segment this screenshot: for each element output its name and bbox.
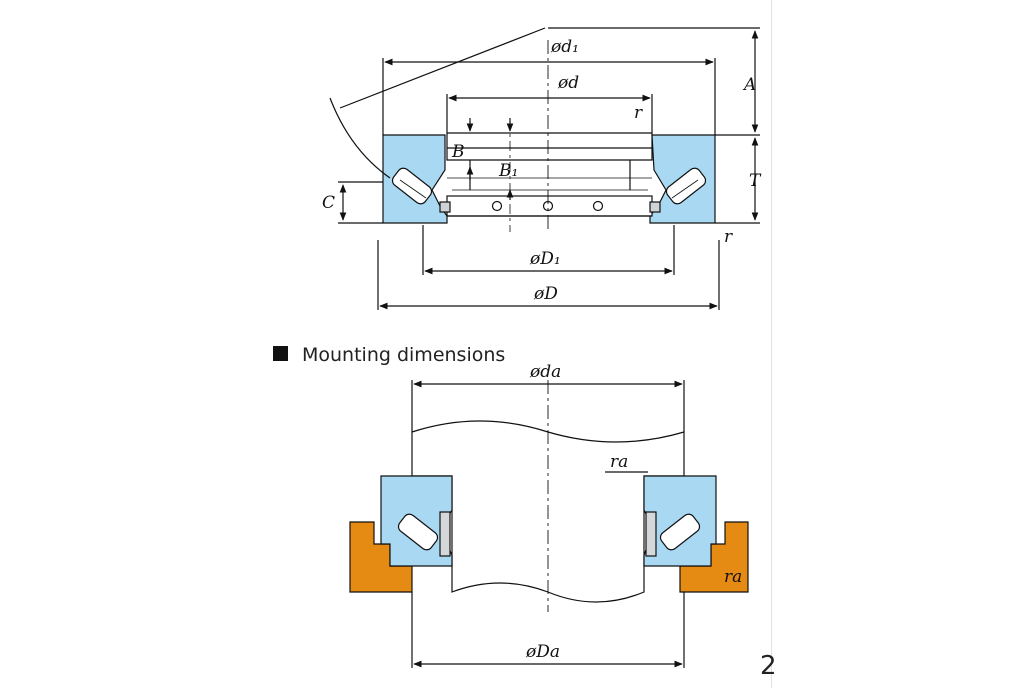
- page-number: 2: [760, 651, 777, 681]
- label-d: ød: [557, 73, 579, 93]
- mount-roller-left: [397, 513, 439, 551]
- label-B1: B₁: [498, 161, 518, 181]
- label-ra-right: ra: [724, 567, 742, 587]
- label-D: øD: [533, 284, 558, 304]
- shaft-washer: [446, 132, 653, 191]
- label-T: T: [749, 171, 762, 191]
- label-r-top: r: [634, 103, 643, 123]
- label-d1: ød₁: [550, 37, 579, 57]
- cage: [439, 195, 661, 217]
- label-C: C: [322, 193, 335, 213]
- label-ra-top: ra: [610, 452, 628, 472]
- roller-right: [665, 167, 707, 205]
- page-edge-line: [771, 0, 772, 688]
- thrust-bearing-section: [329, 27, 760, 310]
- label-B: B: [451, 142, 465, 162]
- label-Da: øDa: [525, 642, 560, 662]
- mounting-section: [349, 380, 749, 668]
- label-da: øda: [529, 362, 561, 382]
- mount-roller-right: [659, 513, 701, 551]
- label-A: A: [742, 75, 756, 95]
- label-D1: øD₁: [529, 249, 561, 269]
- label-r-bottom: r: [724, 227, 733, 247]
- bullet-square-icon: [273, 346, 288, 361]
- mounting-heading: Mounting dimensions: [302, 344, 505, 366]
- roller-left: [391, 167, 433, 205]
